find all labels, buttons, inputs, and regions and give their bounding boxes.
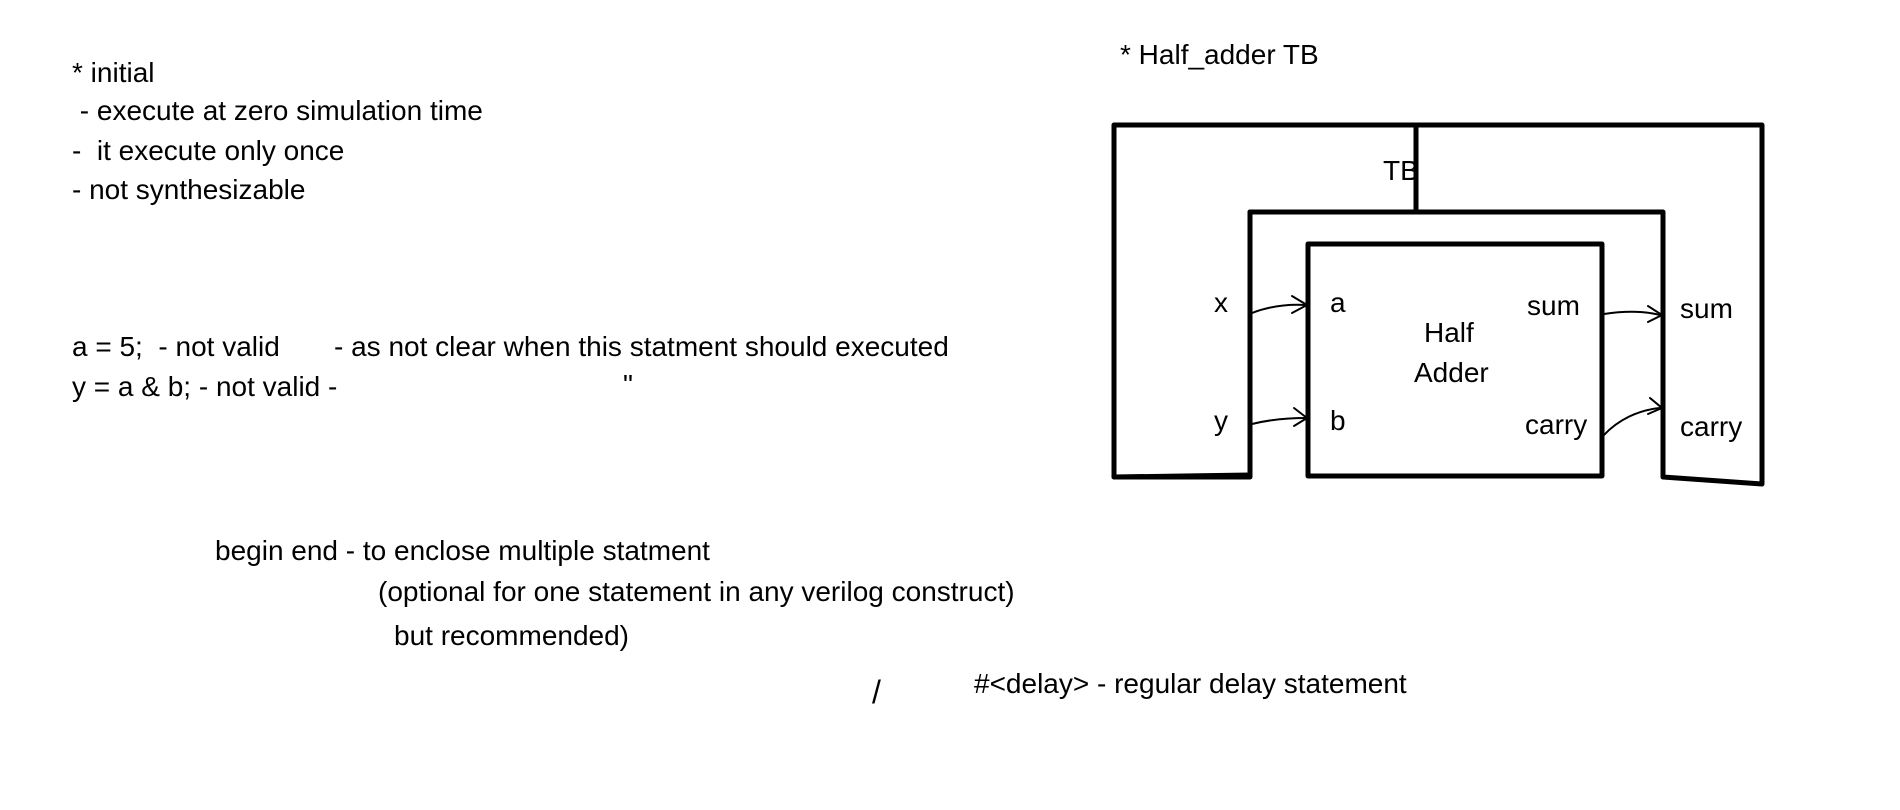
tb-input-y: y [1214, 405, 1228, 436]
begin-end-optional: (optional for one statement in any veril… [378, 576, 1015, 607]
tb-outer-frame-right [1247, 122, 1765, 487]
statement-2-code: y = a & b; - not valid - [72, 371, 338, 402]
module-input-b: b [1330, 405, 1346, 436]
begin-end-recommended: but recommended) [394, 620, 630, 651]
module-output-sum: sum [1527, 290, 1580, 321]
module-name-line2: Adder [1414, 357, 1489, 388]
arrow-x-to-a [1251, 303, 1307, 314]
tb-label: TB [1383, 155, 1419, 186]
initial-title: * initial [72, 57, 155, 88]
statement-1-reason: - as not clear when this statment should… [334, 331, 949, 362]
initial-note-1: - execute at zero simulation time [72, 95, 483, 126]
tb-output-carry: carry [1680, 411, 1742, 442]
half-adder-box [1305, 241, 1605, 479]
module-output-carry: carry [1525, 409, 1587, 440]
tb-outer-frame [1111, 122, 1419, 480]
tb-output-sum: sum [1680, 293, 1733, 324]
begin-end-note: begin end - to enclose multiple statment [215, 535, 710, 566]
arrow-sum-out [1603, 310, 1661, 316]
arrow-carry-out [1603, 407, 1661, 436]
initial-note-3: - not synthesizable [72, 174, 306, 205]
module-name-line1: Half [1424, 317, 1474, 348]
slash-mark: / [872, 674, 881, 710]
initial-note-2: - it execute only once [72, 135, 345, 166]
statement-2-ditto: " [623, 369, 633, 400]
diagram-title: * Half_adder TB [1120, 39, 1319, 70]
statement-1-code: a = 5; - not valid [72, 331, 280, 362]
delay-note: #<delay> - regular delay statement [974, 668, 1407, 699]
module-input-a: a [1330, 287, 1346, 318]
tb-input-x: x [1214, 287, 1228, 318]
arrow-y-to-b [1251, 417, 1307, 425]
